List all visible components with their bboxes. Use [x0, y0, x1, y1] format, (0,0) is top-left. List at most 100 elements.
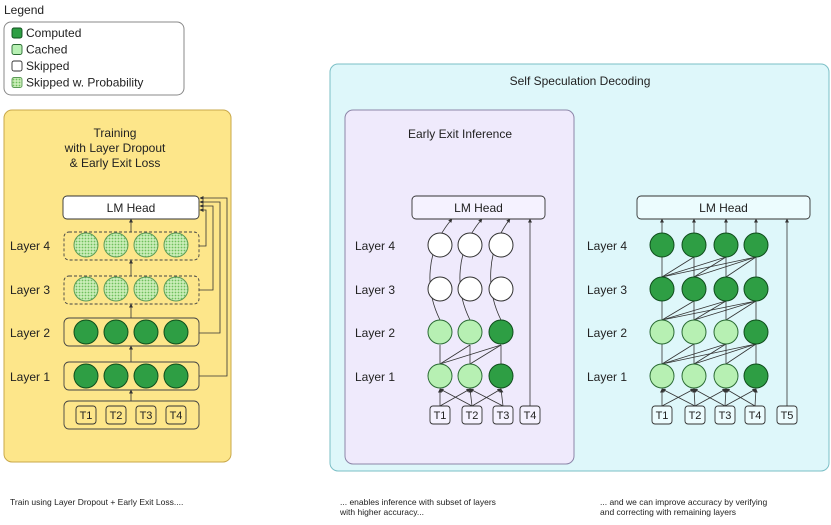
node-computed [743, 276, 769, 302]
token-label: T5 [781, 410, 794, 422]
token-label: T4 [749, 410, 762, 422]
node-prob [133, 232, 159, 258]
connector-curve [199, 196, 228, 377]
connector-line [439, 388, 473, 407]
connector-curve [199, 200, 221, 334]
layer-label: Layer 2 [587, 326, 627, 340]
node-computed [488, 363, 514, 389]
eei-caption-line2: with higher accuracy... [340, 507, 424, 517]
node-computed [743, 319, 769, 345]
token-label: T3 [140, 410, 153, 422]
connector-line [725, 343, 757, 365]
lm-head-label: LM Head [699, 201, 748, 215]
eei-caption-line1: ... enables inference with subset of lay… [340, 497, 496, 507]
connector-line [439, 388, 471, 407]
node-skipped [427, 232, 453, 258]
node-computed [681, 232, 707, 258]
token-box [684, 405, 706, 425]
legend-label-skipped: Skipped [26, 59, 69, 73]
node-skipped [457, 232, 483, 258]
node-cached [457, 319, 483, 345]
token-box [165, 405, 187, 425]
connector-line [439, 344, 502, 365]
node-prob [163, 276, 189, 302]
connector-line [694, 388, 727, 407]
node-computed [103, 363, 129, 389]
node-computed [713, 276, 739, 302]
connector-line [725, 300, 757, 321]
token-label: T4 [170, 410, 183, 422]
connector-line [693, 256, 727, 278]
node-computed [488, 319, 514, 345]
legend-box [3, 21, 185, 96]
token-box [744, 405, 766, 425]
node-cached [427, 319, 453, 345]
node-cached [457, 363, 483, 389]
training-layer-box [63, 275, 200, 305]
lm-head-label: LM Head [107, 201, 156, 215]
node-computed [649, 232, 675, 258]
layer-label: Layer 4 [10, 239, 50, 253]
node-skipped [488, 232, 514, 258]
token-label: T1 [434, 410, 447, 422]
node-computed [681, 276, 707, 302]
layer-label: Layer 3 [10, 283, 50, 297]
ssd-caption-line2: and correcting with remaining layers [600, 507, 737, 517]
node-prob [73, 276, 99, 302]
connector-line [753, 388, 758, 407]
layer-label: Layer 2 [355, 326, 395, 340]
connector-line [661, 256, 757, 278]
legend-swatch-computed [11, 27, 23, 39]
token-box [714, 405, 736, 425]
legend-label-computed: Computed [26, 26, 81, 40]
connector-line [693, 343, 727, 365]
legend-swatch-cached [11, 44, 23, 55]
node-prob [133, 276, 159, 302]
token-box [651, 405, 673, 425]
node-computed [649, 276, 675, 302]
token-label: T1 [80, 410, 93, 422]
node-computed [163, 363, 189, 389]
connector-line [693, 300, 757, 321]
connector-line [661, 388, 696, 407]
token-box [461, 405, 483, 425]
node-computed [133, 319, 159, 345]
node-computed [73, 363, 99, 389]
token-box [429, 405, 451, 425]
legend-swatch-prob [11, 77, 23, 88]
connector-line [469, 388, 504, 407]
layer-label: Layer 1 [10, 370, 50, 384]
token-label: T1 [656, 410, 669, 422]
lm-head-box [411, 195, 546, 220]
layer-label: Layer 2 [10, 326, 50, 340]
node-computed [163, 319, 189, 345]
ssd-title: Self Speculation Decoding [510, 74, 651, 88]
connector-curve [429, 218, 453, 321]
layer-label: Layer 4 [587, 239, 627, 253]
connector-line [499, 388, 504, 407]
token-box [105, 405, 127, 425]
token-box [519, 405, 541, 425]
connector-line [661, 343, 695, 365]
lm-head-box [636, 195, 811, 220]
connector-curve [199, 204, 214, 291]
lm-head-label: LM Head [454, 201, 503, 215]
lm-head-box [62, 195, 200, 220]
layer-label: Layer 3 [355, 283, 395, 297]
node-computed [713, 232, 739, 258]
legend-title: Legend [4, 3, 44, 17]
connector-curve [459, 218, 483, 321]
connector-line [725, 256, 757, 278]
connector-line [693, 388, 726, 407]
token-label: T2 [689, 410, 702, 422]
training-layer-box [63, 361, 200, 391]
legend-swatch-skipped [11, 60, 23, 72]
layer-label: Layer 1 [355, 370, 395, 384]
node-skipped [488, 276, 514, 302]
token-label: T2 [466, 410, 479, 422]
